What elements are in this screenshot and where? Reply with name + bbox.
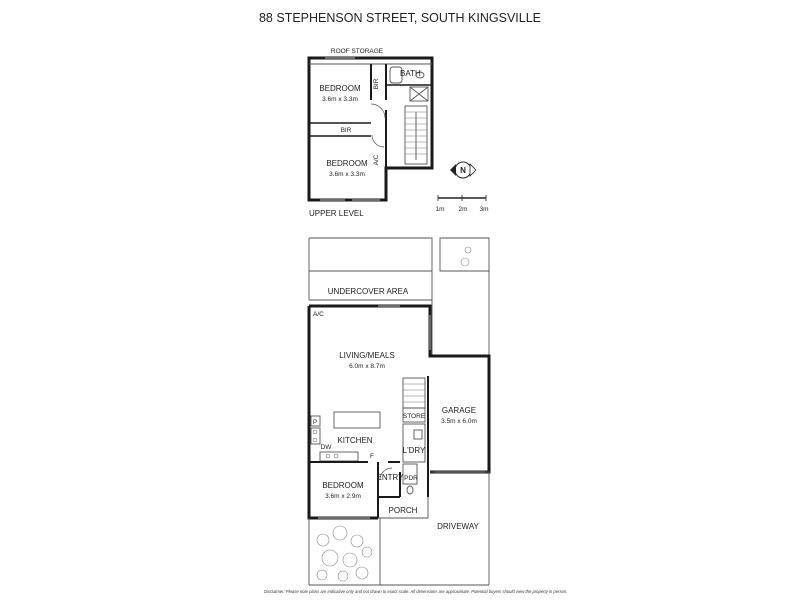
laundry-label: L'DRY	[403, 446, 426, 455]
kitchen-label: KITCHEN	[337, 436, 372, 445]
ground-level: UNDERCOVER AREA A/C LIVING/MEALS 6.0m x …	[307, 237, 491, 586]
living-meals-label: LIVING/MEALS	[339, 351, 395, 360]
scale-label-2m: 2m	[458, 206, 467, 213]
disclaimer: Disclaimer: Please note plans are indica…	[264, 589, 567, 594]
ac-upper-label: A/C	[373, 154, 380, 165]
bedroom-ground-label: BEDROOM	[322, 481, 364, 490]
bir-mid-label: BIR	[341, 127, 352, 134]
scale-bar: 1m 2m 3m	[435, 195, 489, 213]
svg-text:N: N	[460, 166, 466, 175]
roof-storage-label: ROOF STORAGE	[331, 48, 384, 55]
pantry-label: P	[313, 419, 317, 426]
bedroom-1-size: 3.6m x 3.3m	[322, 96, 358, 103]
bir-top-label: BIR	[373, 78, 380, 89]
bedroom-ground-size: 3.6m x 2.9m	[325, 493, 361, 500]
pdr-label: PDR	[404, 475, 418, 482]
bedroom-2-size: 3.6m x 3.3m	[329, 171, 365, 178]
porch-label: PORCH	[389, 506, 418, 515]
property-title: 88 STEPHENSON STREET, SOUTH KINGSVILLE	[259, 11, 541, 25]
fridge-label: F	[370, 453, 374, 460]
driveway-label: DRIVEWAY	[437, 522, 479, 531]
entry-label: ENTRY	[377, 473, 405, 482]
garage-size: 3.5m x 6.0m	[441, 418, 477, 425]
living-meals-size: 6.0m x 8.7m	[349, 363, 385, 370]
upper-level-label: UPPER LEVEL	[309, 209, 364, 218]
north-arrow-icon: N	[450, 161, 477, 179]
bedroom-1-label: BEDROOM	[319, 84, 361, 93]
scale-label-3m: 3m	[479, 206, 488, 213]
store-label: STORE	[403, 413, 426, 420]
upper-level: ROOF STORAGE BATH BIR BEDROOM 3.6m x 3.3…	[307, 48, 434, 218]
undercover-area-label: UNDERCOVER AREA	[328, 287, 409, 296]
bedroom-2-label: BEDROOM	[326, 159, 368, 168]
ac-ground-label: A/C	[313, 311, 324, 318]
dishwasher-label: DW	[321, 444, 333, 451]
scale-label-1m: 1m	[435, 206, 444, 213]
garage-label: GARAGE	[442, 406, 476, 415]
bath-label: BATH	[400, 69, 421, 78]
